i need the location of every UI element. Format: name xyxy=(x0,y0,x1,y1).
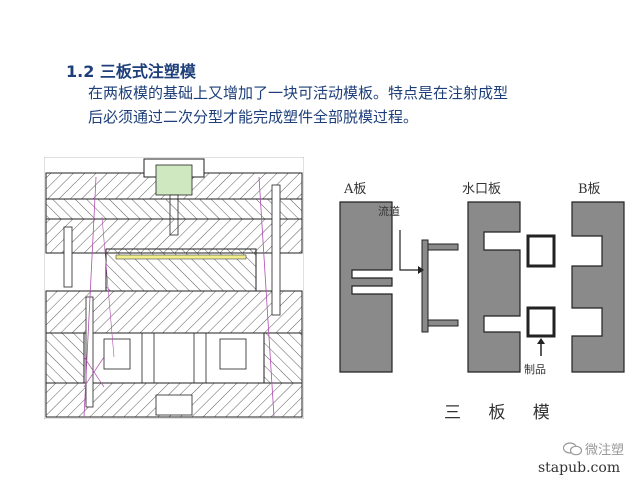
guide-pin-right xyxy=(271,184,281,316)
runner-plate-label: 水口板 xyxy=(462,182,502,197)
b-plate xyxy=(45,290,303,334)
runner-stripper-plate xyxy=(45,198,303,220)
product-top xyxy=(526,234,556,268)
description-line-2: 后必须通过二次分型才能完成塑件全部脱模过程。 xyxy=(88,108,419,126)
runner-plate-block xyxy=(467,201,521,373)
watermark-name: 微注塑 xyxy=(585,443,625,458)
guide-pin-left xyxy=(63,226,73,288)
runner-arrow xyxy=(399,230,418,271)
a-plate xyxy=(45,218,303,254)
watermark-url: stapub.com xyxy=(538,460,621,476)
product-label: 制品 xyxy=(524,363,546,376)
diagram-caption: 三 板 模 xyxy=(444,403,561,423)
description-line-1: 在两板模的基础上又增加了一块可活动模板。特点是在注射成型 xyxy=(88,84,509,102)
plate-a-label: A板 xyxy=(344,182,367,197)
b-plate-block xyxy=(571,201,625,373)
plate-b-label: B板 xyxy=(578,182,601,197)
section-title: 三板式注塑模 xyxy=(99,62,196,81)
runner xyxy=(421,239,429,333)
section-heading: 1.2 三板式注塑模 xyxy=(66,58,196,82)
runner-label: 流道 xyxy=(378,205,400,218)
mold-assembly-drawing xyxy=(44,157,304,419)
wechat-icon xyxy=(563,442,583,456)
product-bottom xyxy=(526,306,556,338)
tie-bar-left xyxy=(85,296,94,408)
a-plate-block xyxy=(339,201,393,373)
section-number: 1.2 xyxy=(66,62,95,81)
three-plate-schematic xyxy=(339,201,625,373)
